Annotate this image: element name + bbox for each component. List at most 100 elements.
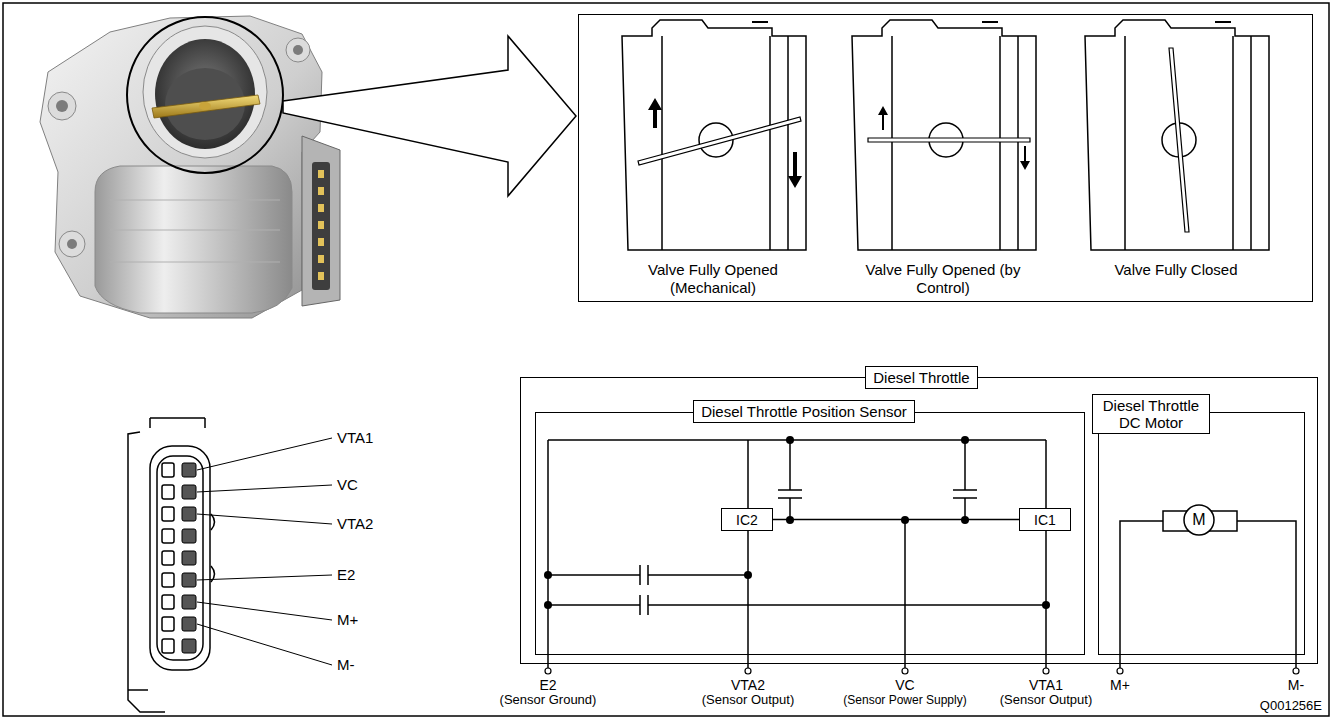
connector-illustration — [162, 551, 174, 565]
signal-label: M- — [1288, 677, 1304, 693]
connector-illustration — [157, 456, 203, 660]
signal-label: (Sensor Ground) — [500, 692, 597, 707]
leader-lines — [197, 438, 332, 665]
connector-illustration — [182, 463, 196, 653]
throttle-body-illustration — [286, 38, 310, 62]
throttle-body-illustration — [152, 95, 260, 118]
signal-label: Q001256E — [1260, 699, 1322, 714]
motor-symbol: M — [1183, 504, 1215, 536]
signal-label: VTA1 — [337, 429, 373, 446]
signal-label: E2 — [337, 566, 355, 583]
signal-label: VTA1 — [337, 429, 373, 446]
motor-letter: M — [1192, 511, 1205, 529]
connector-illustration — [162, 507, 174, 521]
valve-drawings — [868, 138, 1030, 142]
signal-label: (Sensor Power Supply) — [843, 693, 966, 707]
leader-lines — [197, 575, 332, 580]
box-title: Diesel Throttle — [873, 369, 969, 386]
sensor-circuit — [548, 565, 748, 585]
connector-illustration — [162, 617, 174, 631]
connector-illustration — [150, 418, 205, 428]
throttle-body-illustration — [67, 239, 77, 249]
signal-label: VTA2 — [337, 515, 373, 532]
signal-label: Q001256E — [1260, 698, 1322, 713]
valve-caption: Valve Fully Opened (by Control) — [866, 261, 1021, 296]
ic-label: IC1 — [1034, 512, 1056, 528]
signal-label: VTA1 — [1029, 677, 1063, 693]
signal-label: VC — [337, 476, 358, 493]
throttle-body-illustration — [318, 204, 324, 212]
hollow-arrow — [283, 36, 576, 196]
junction-dots — [744, 571, 752, 579]
sensor-box: Diesel Throttle Position SensorIC2IC1 — [535, 412, 1085, 655]
signal-label: E2 — [539, 677, 556, 693]
valve-panel: Valve Fully Opened (Mechanical) Valve Ful… — [578, 14, 1313, 302]
throttle-body-illustration — [293, 45, 303, 55]
throttle-body-illustration — [302, 136, 340, 306]
ic-box: IC1 — [1019, 508, 1071, 531]
signal-label: VTA1 — [1029, 677, 1063, 693]
connector-illustration — [182, 617, 196, 631]
sensor-circuit — [548, 595, 1046, 615]
connector-illustration — [182, 551, 196, 565]
connector-illustration — [162, 529, 174, 543]
junction-dots — [544, 436, 1050, 609]
box-title: Diesel Throttle DC Motor — [1103, 397, 1199, 431]
page-frame — [3, 3, 1329, 716]
connector-illustration — [182, 595, 196, 609]
signal-label: VTA2 — [731, 677, 765, 693]
signal-label: (Sensor Ground) — [500, 693, 597, 708]
terminal-circles — [1043, 668, 1049, 674]
signal-label: (Sensor Output) — [1000, 692, 1093, 707]
throttle-body-illustration — [40, 16, 322, 318]
valve-drawings — [638, 117, 801, 165]
terminal-circles — [545, 668, 1299, 674]
signal-label: VTA2 — [731, 677, 765, 693]
terminal-circles — [745, 668, 751, 674]
ic-label: IC2 — [736, 512, 758, 528]
valve-caption: Valve Fully Closed — [1096, 261, 1256, 279]
signal-label: (Sensor Output) — [702, 693, 795, 708]
terminal-circles — [1293, 668, 1299, 674]
signal-label: (Sensor Output) — [702, 692, 795, 707]
throttle-body-illustration — [318, 255, 324, 263]
leader-lines — [197, 624, 332, 665]
connector-illustration — [162, 463, 174, 477]
signal-label: VTA2 — [337, 515, 373, 532]
sensor-circuit — [953, 440, 977, 520]
junction-dots — [961, 436, 969, 444]
junction-dots — [1042, 601, 1050, 609]
throttle-body-illustration — [318, 221, 324, 229]
valve-drawings — [788, 152, 802, 188]
connector-illustration — [128, 418, 215, 712]
signal-label: VC — [895, 677, 914, 693]
connector-illustration — [162, 639, 174, 653]
throttle-body-illustration — [199, 102, 211, 110]
terminal-circles — [1117, 668, 1123, 674]
valve-drawings — [622, 20, 806, 250]
motor-box: Diesel Throttle DC MotorM — [1098, 412, 1305, 655]
throttle-body-illustration — [318, 187, 324, 195]
wire — [773, 519, 1019, 521]
signal-label: E2 — [539, 677, 556, 693]
sensor-circuit — [1163, 511, 1237, 531]
signal-label: M+ — [1110, 677, 1130, 693]
throttle-body-illustration — [143, 26, 267, 158]
signal-label: M- — [337, 656, 355, 673]
valve-drawings — [852, 20, 1036, 250]
ic-box: IC2 — [721, 508, 773, 531]
throttle-body-illustration — [312, 162, 330, 290]
connector-illustration — [182, 639, 196, 653]
valve-caption: Valve Fully Opened (Mechanical) — [633, 261, 793, 297]
valve-caption: Valve Fully Closed — [1114, 261, 1237, 278]
throttle-box: Diesel ThrottleDiesel Throttle Position … — [520, 377, 1318, 664]
throttle-body-illustration — [56, 100, 68, 112]
valve-drawings — [878, 106, 888, 130]
sensor-circuit — [778, 440, 802, 520]
signal-label: M+ — [1110, 677, 1130, 693]
throttle-body-illustration — [318, 170, 324, 178]
valve-drawings — [622, 20, 1269, 250]
valve-drawings — [1020, 146, 1030, 170]
connector-illustration — [211, 514, 215, 582]
